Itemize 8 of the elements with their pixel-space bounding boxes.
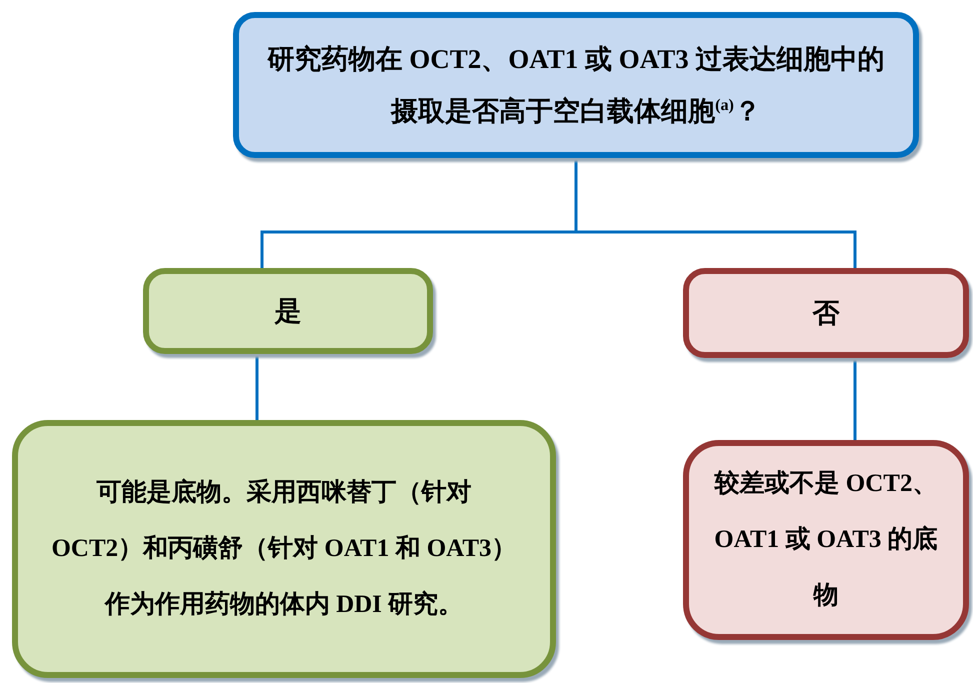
answer-box: 是 — [143, 268, 433, 354]
connector-line — [854, 358, 856, 440]
connector-line — [574, 158, 856, 268]
answer-box: 否 — [683, 268, 969, 358]
result-box: 可能是底物。采用西咪替丁（针对 OCT2）和丙磺舒（针对 OAT1 和 OAT3）作为作用药物的体内 DDI 研究。 — [12, 420, 556, 678]
question-box: 研究药物在 OCT2、OAT1 或 OAT3 过表达细胞中的摄取是否高于空白载体细胞$^{(a)}$？ — [233, 12, 919, 158]
result-box: 较差或不是 OCT2、OAT1 或 OAT3 的底物 — [683, 440, 969, 640]
connector-line — [256, 354, 258, 420]
